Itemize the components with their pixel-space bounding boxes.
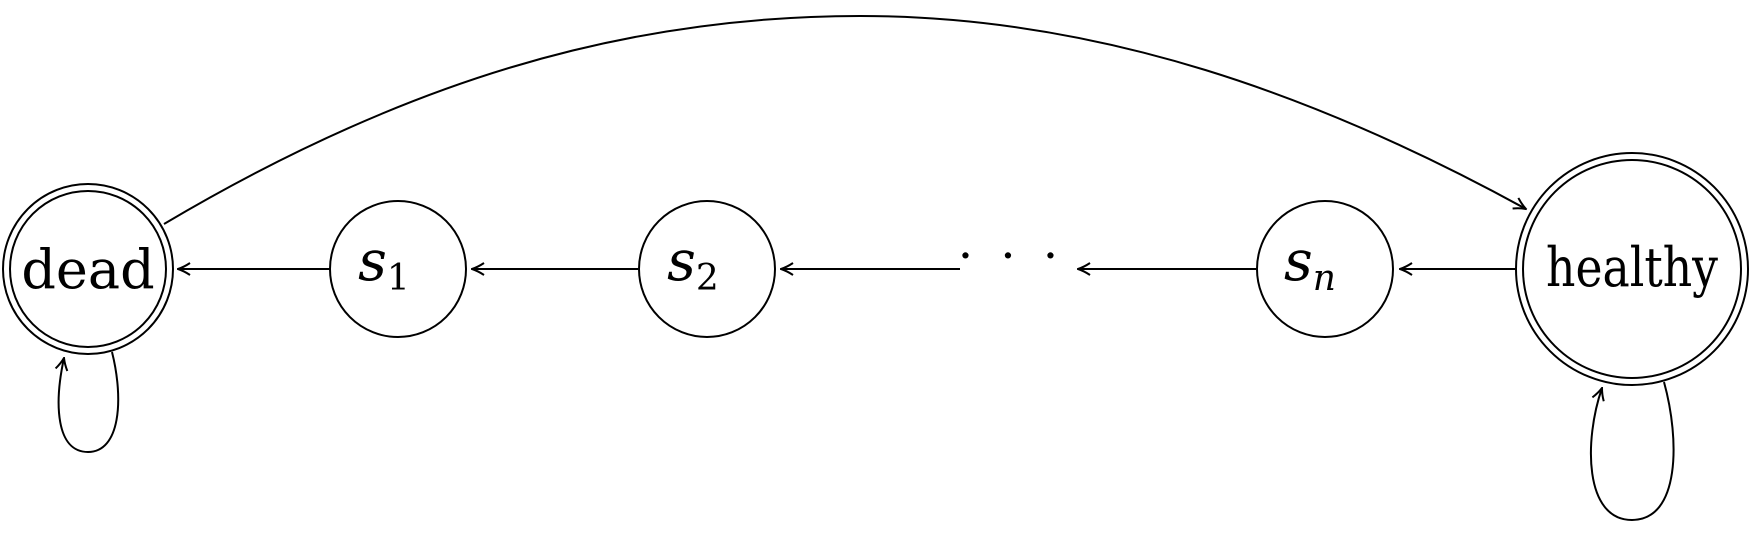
node-healthy: healthy xyxy=(1515,152,1749,386)
node-s1-var: s xyxy=(358,229,387,294)
node-sn-var: s xyxy=(1284,229,1313,294)
node-dead: dead xyxy=(2,183,174,355)
edge-dead-to-healthy-arc xyxy=(163,14,1526,225)
node-sn-sub: n xyxy=(1313,258,1336,299)
node-s2: s2 xyxy=(638,200,776,338)
edge-healthy-self-loop xyxy=(1589,381,1675,522)
node-dead-label: dead xyxy=(21,238,154,301)
node-s1-sub: 1 xyxy=(387,258,410,299)
node-s2-sub: 2 xyxy=(696,258,719,299)
node-healthy-label: healthy xyxy=(1546,236,1718,299)
node-s1-label: s1 xyxy=(358,229,410,299)
edge-dead-self-loop xyxy=(59,351,120,454)
node-sn: sn xyxy=(1256,200,1394,338)
node-s2-var: s xyxy=(667,229,696,294)
node-s2-label: s2 xyxy=(667,229,719,299)
node-sn-label: sn xyxy=(1284,229,1336,299)
ellipsis-label: · · · xyxy=(958,228,1064,284)
node-s1: s1 xyxy=(329,200,467,338)
